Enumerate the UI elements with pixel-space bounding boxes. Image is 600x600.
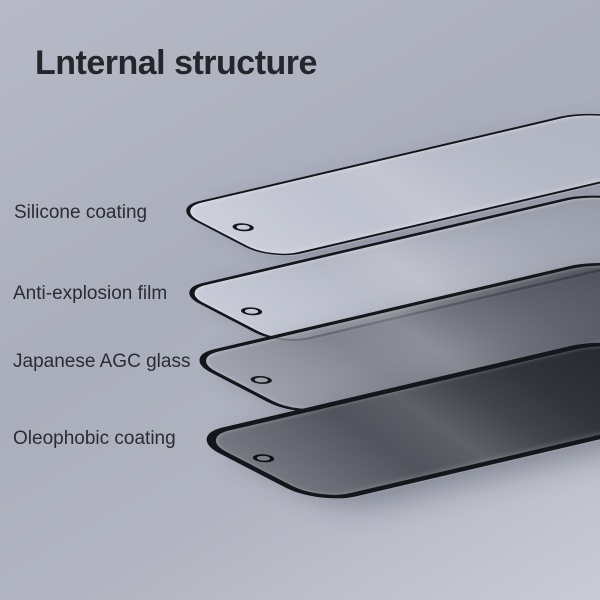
- layer-label-japanese-agc-glass: Japanese AGC glass: [13, 351, 191, 372]
- camera-hole-icon: [246, 374, 277, 386]
- camera-hole-icon: [228, 221, 259, 233]
- layer-label-silicone-coating: Silicone coating: [14, 202, 148, 223]
- camera-hole-icon: [236, 305, 267, 317]
- camera-hole-icon: [248, 452, 279, 464]
- layer-label-anti-explosion-film: Anti-explosion film: [13, 283, 168, 304]
- layer-label-oleophobic-coating: Oleophobic coating: [13, 428, 176, 449]
- page-title: Lnternal structure: [35, 44, 317, 82]
